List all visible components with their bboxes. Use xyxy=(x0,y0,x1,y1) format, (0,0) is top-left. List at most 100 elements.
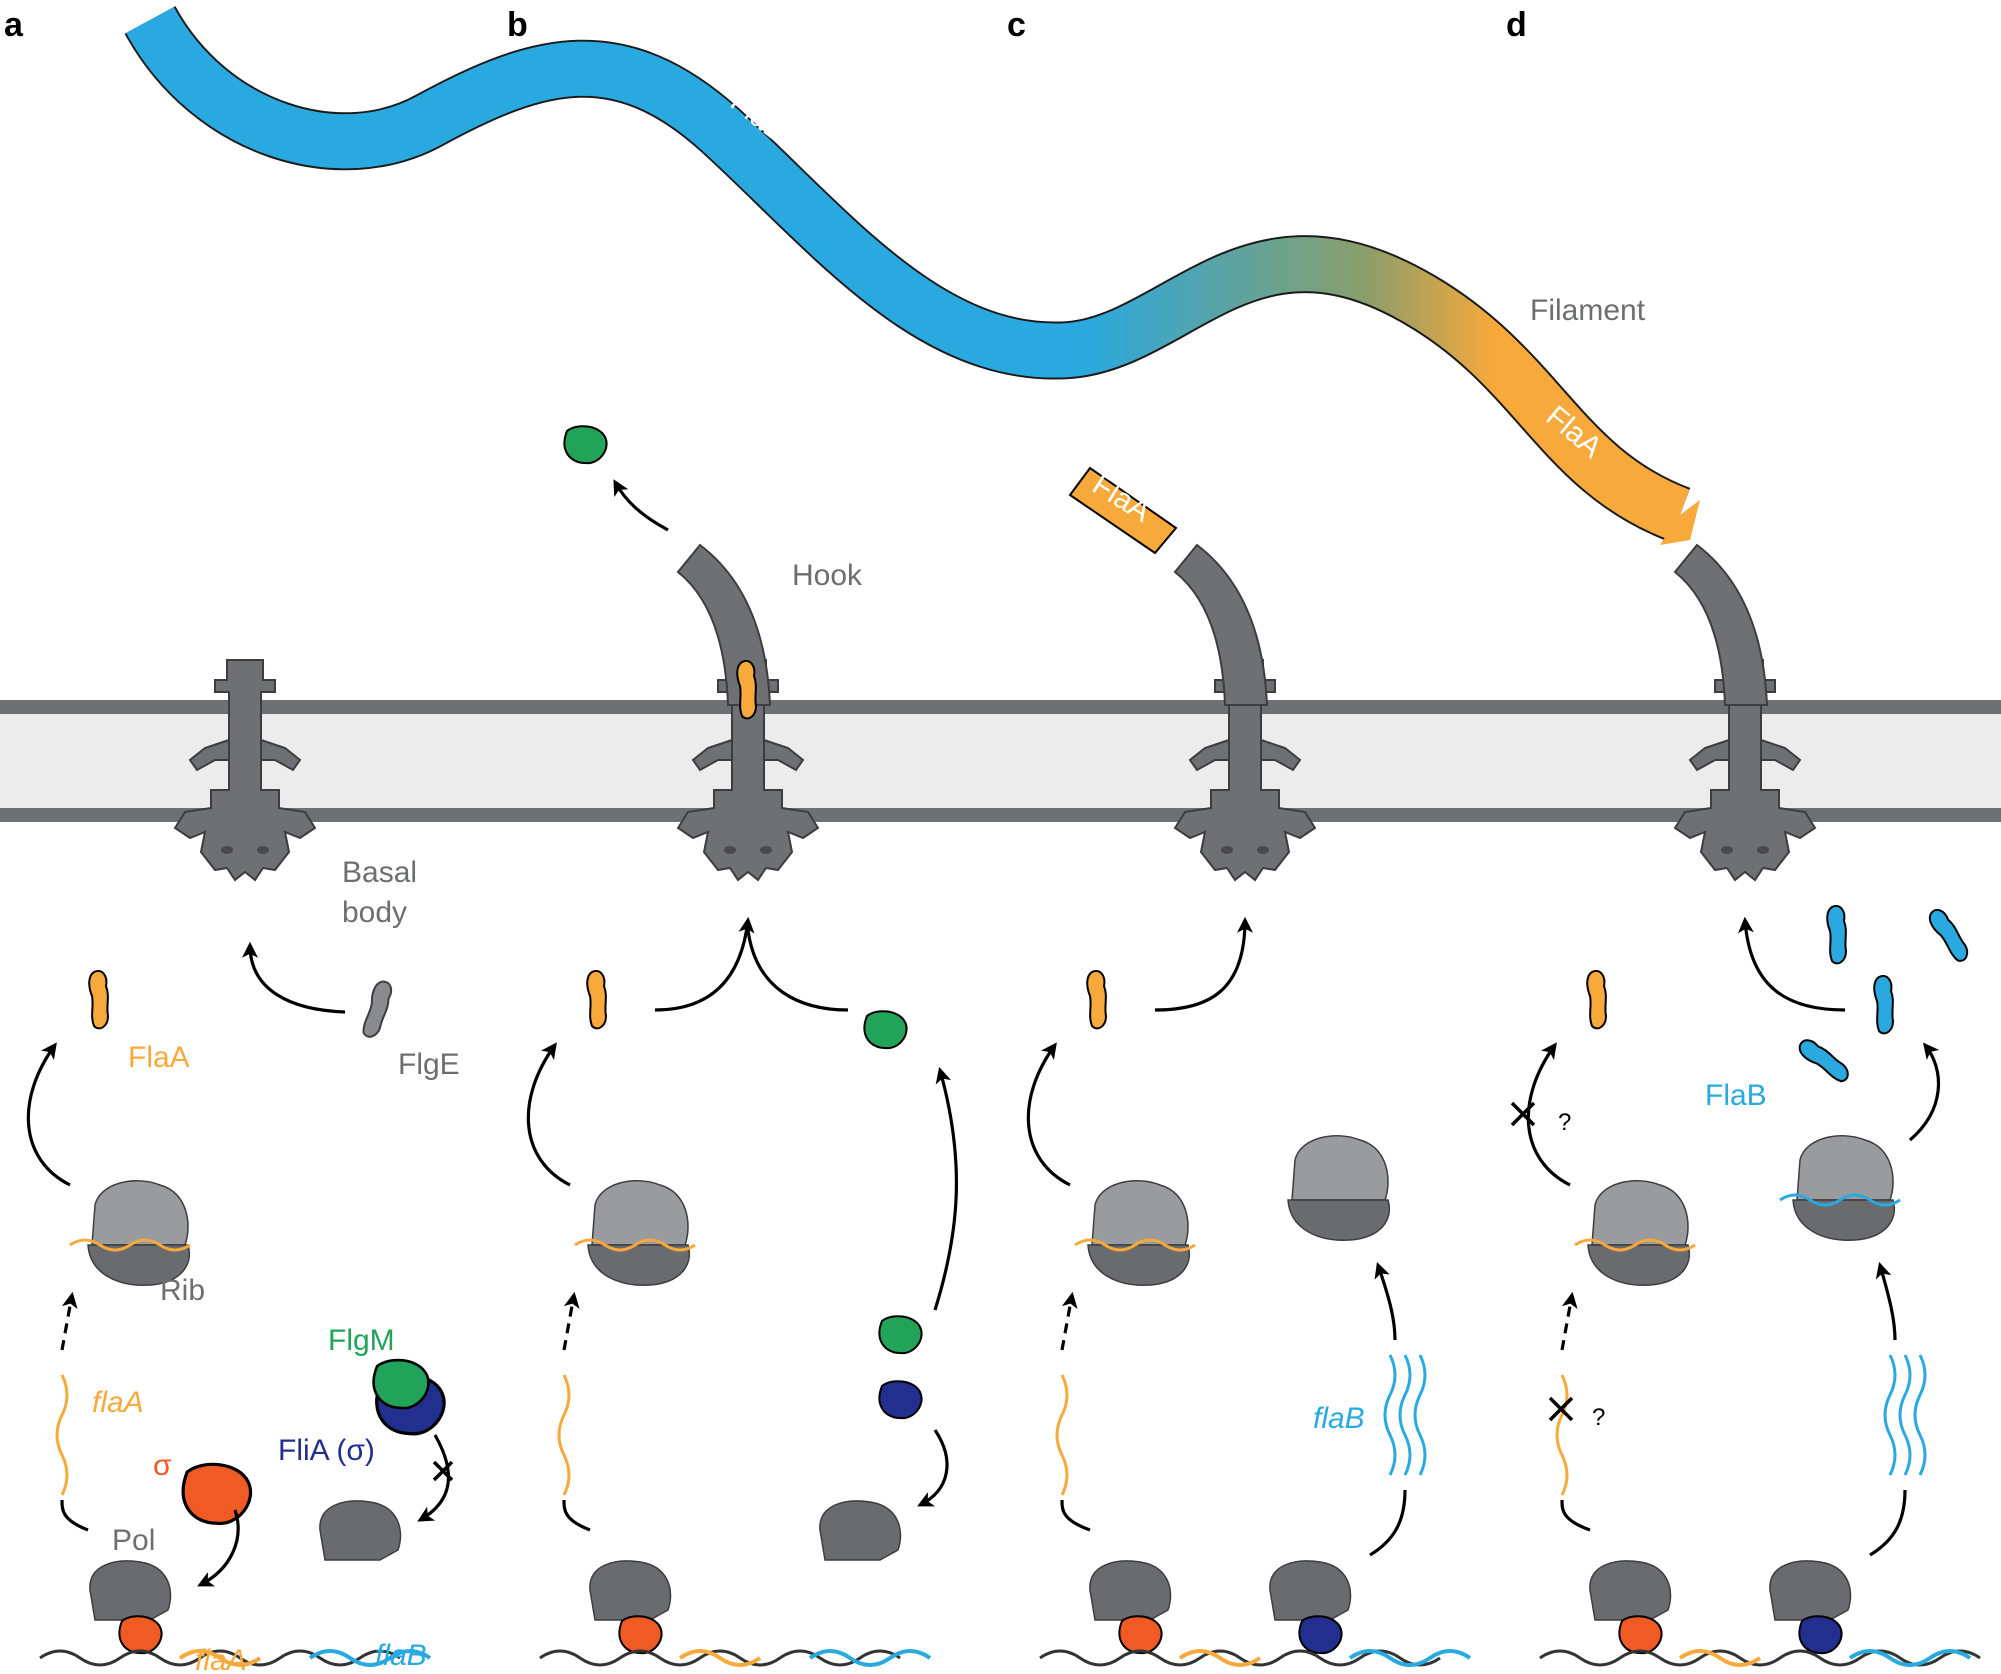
rna-polymerase-sigma-d xyxy=(1589,1560,1672,1621)
filament xyxy=(124,5,1691,543)
flaB-mrna-label: flaB xyxy=(1313,1402,1365,1435)
ribosome-free-c xyxy=(1287,1134,1391,1241)
flaA-gene-a xyxy=(178,1649,262,1667)
arrow-mrna-to-ribosome-a xyxy=(60,1291,78,1351)
flgE-protein xyxy=(357,978,397,1041)
filament-label: Filament xyxy=(1530,294,1646,327)
flaA-mrna-d xyxy=(1555,1374,1569,1496)
arrow-mrna-to-ribosome-c xyxy=(1060,1291,1078,1351)
arrow-translation-blocked-d xyxy=(1526,1042,1571,1187)
block-mark-mrna-d xyxy=(1548,1396,1574,1422)
mrna-on-ribosome-c xyxy=(1074,1238,1196,1252)
panel-b: Hook xyxy=(526,425,959,1667)
flgM-fliA-complex xyxy=(372,1358,446,1436)
rna-polymerase-a xyxy=(89,1560,172,1621)
arrow-transcription-b xyxy=(562,1499,591,1532)
arrow-flaB-transcription-d xyxy=(1869,1489,1907,1557)
flaA-mrna-b xyxy=(557,1374,571,1496)
arrow-fliA-to-pol-b xyxy=(917,1429,949,1507)
arrow-flaB-transcription-c xyxy=(1369,1489,1407,1557)
flaA-protein-a xyxy=(88,969,109,1030)
flaB-gene-d xyxy=(1848,1649,1972,1667)
mrna-on-ribosome-b xyxy=(574,1238,696,1252)
cell-envelope xyxy=(0,700,2001,822)
flaA-gene-label: flaA xyxy=(195,1644,247,1674)
flaB-gene-a xyxy=(308,1649,432,1667)
panel-c: FlaA flaB xyxy=(1026,466,1472,1667)
panel-label-d: d xyxy=(1506,6,1527,44)
flaA-protein-d xyxy=(1586,969,1607,1030)
basal-body-label-2: body xyxy=(342,896,407,929)
flgE-label: FlgE xyxy=(398,1048,460,1081)
ribosome-c xyxy=(1087,1179,1191,1286)
flaA-gene-d xyxy=(1678,1649,1762,1667)
rna-polymerase-free-b xyxy=(819,1500,902,1561)
flgM-released-b xyxy=(878,1315,923,1355)
arrow-flgM-to-basal-b xyxy=(746,929,849,1012)
ribosome-d xyxy=(1587,1179,1691,1286)
fliA-label: FliA (σ) xyxy=(278,1434,375,1467)
mrna-on-ribosome-d xyxy=(1574,1238,1696,1252)
dna-b xyxy=(539,1649,901,1667)
filament-body xyxy=(126,6,1690,541)
rna-polymerase-b xyxy=(589,1560,672,1621)
question-mark-2: ? xyxy=(1592,1404,1605,1431)
arrow-flgM-up-b xyxy=(933,1066,959,1311)
flgM-exported xyxy=(563,425,608,465)
ribosome-flaB-d xyxy=(1792,1134,1896,1241)
arrow-transcription-c xyxy=(1060,1499,1091,1532)
arrow-flaB-to-basal-d xyxy=(1737,916,1846,1012)
arrow-translation-c xyxy=(1026,1042,1071,1187)
sigma-bound-d xyxy=(1618,1615,1663,1655)
flaA-cap-c xyxy=(1068,466,1178,555)
arrow-transcription-a xyxy=(60,1499,89,1532)
arrow-flaB-translation-d xyxy=(1908,1042,1941,1142)
flgM-b xyxy=(863,1010,908,1050)
flaA-protein-c xyxy=(1086,969,1107,1030)
panel-label-a: a xyxy=(4,6,24,44)
flaA-gene-c xyxy=(1178,1649,1262,1667)
panel-label-c: c xyxy=(1007,6,1026,44)
flaB-gene-c xyxy=(1348,1649,1472,1667)
arrow-flge-to-basal xyxy=(242,941,346,1014)
ribosome-b xyxy=(587,1179,691,1286)
flaB-mrna-c xyxy=(1383,1354,1427,1476)
flaA-protein-b xyxy=(586,969,607,1030)
panel-a: Basal body FlaA FlgE Rib flaA σ FlgM Fli… xyxy=(26,659,460,1674)
flaA-mrna-c xyxy=(1055,1374,1069,1496)
arrow-translation-a xyxy=(26,1042,71,1187)
question-mark-1: ? xyxy=(1558,1109,1571,1136)
flaB-proteins-d xyxy=(1794,904,1973,1088)
sigma-bound-a xyxy=(118,1615,163,1655)
flaA-in-rod-b xyxy=(736,659,757,720)
arrow-blocked-fliA xyxy=(417,1434,451,1522)
flaA-mrna-label: flaA xyxy=(92,1386,144,1419)
rna-polymerase-free-a xyxy=(319,1500,402,1561)
basal-body-label-1: Basal xyxy=(342,856,417,889)
basal-body-a xyxy=(174,659,316,881)
sigma-protein xyxy=(181,1462,253,1526)
arrow-mrna-to-ribosome-b xyxy=(562,1291,580,1351)
sigma-label: σ xyxy=(153,1449,172,1482)
sigma-bound-c xyxy=(1118,1615,1163,1655)
panel-d: FlaB ? ? xyxy=(1510,544,1981,1667)
flaB-mrna-d xyxy=(1883,1354,1927,1476)
fliA-bound-c xyxy=(1298,1615,1343,1655)
rna-polymerase-sigma-c xyxy=(1089,1560,1172,1621)
rna-polymerase-fliA-c xyxy=(1269,1560,1352,1621)
rib-label: Rib xyxy=(160,1274,205,1307)
filament-blue-section xyxy=(126,6,1072,378)
flaB-protein-label: FlaB xyxy=(1705,1079,1767,1112)
arrow-flaA-to-basal-b xyxy=(654,916,755,1012)
block-mark-a xyxy=(432,1460,454,1482)
arrow-flaB-mrna-to-ribosome-d xyxy=(1875,1261,1897,1341)
mrna-on-ribosome-flaB-d xyxy=(1779,1193,1901,1207)
fliA-bound-d xyxy=(1798,1615,1843,1655)
arrow-sigma-to-pol xyxy=(197,1509,240,1587)
mrna-on-ribosome-a xyxy=(69,1238,191,1252)
sigma-bound-b xyxy=(618,1615,663,1655)
hook-label: Hook xyxy=(792,559,863,592)
flaB-gene-label: flaB xyxy=(375,1639,427,1672)
arrow-translation-b xyxy=(526,1042,571,1187)
arrow-mrna-to-ribosome-d xyxy=(1560,1291,1578,1351)
